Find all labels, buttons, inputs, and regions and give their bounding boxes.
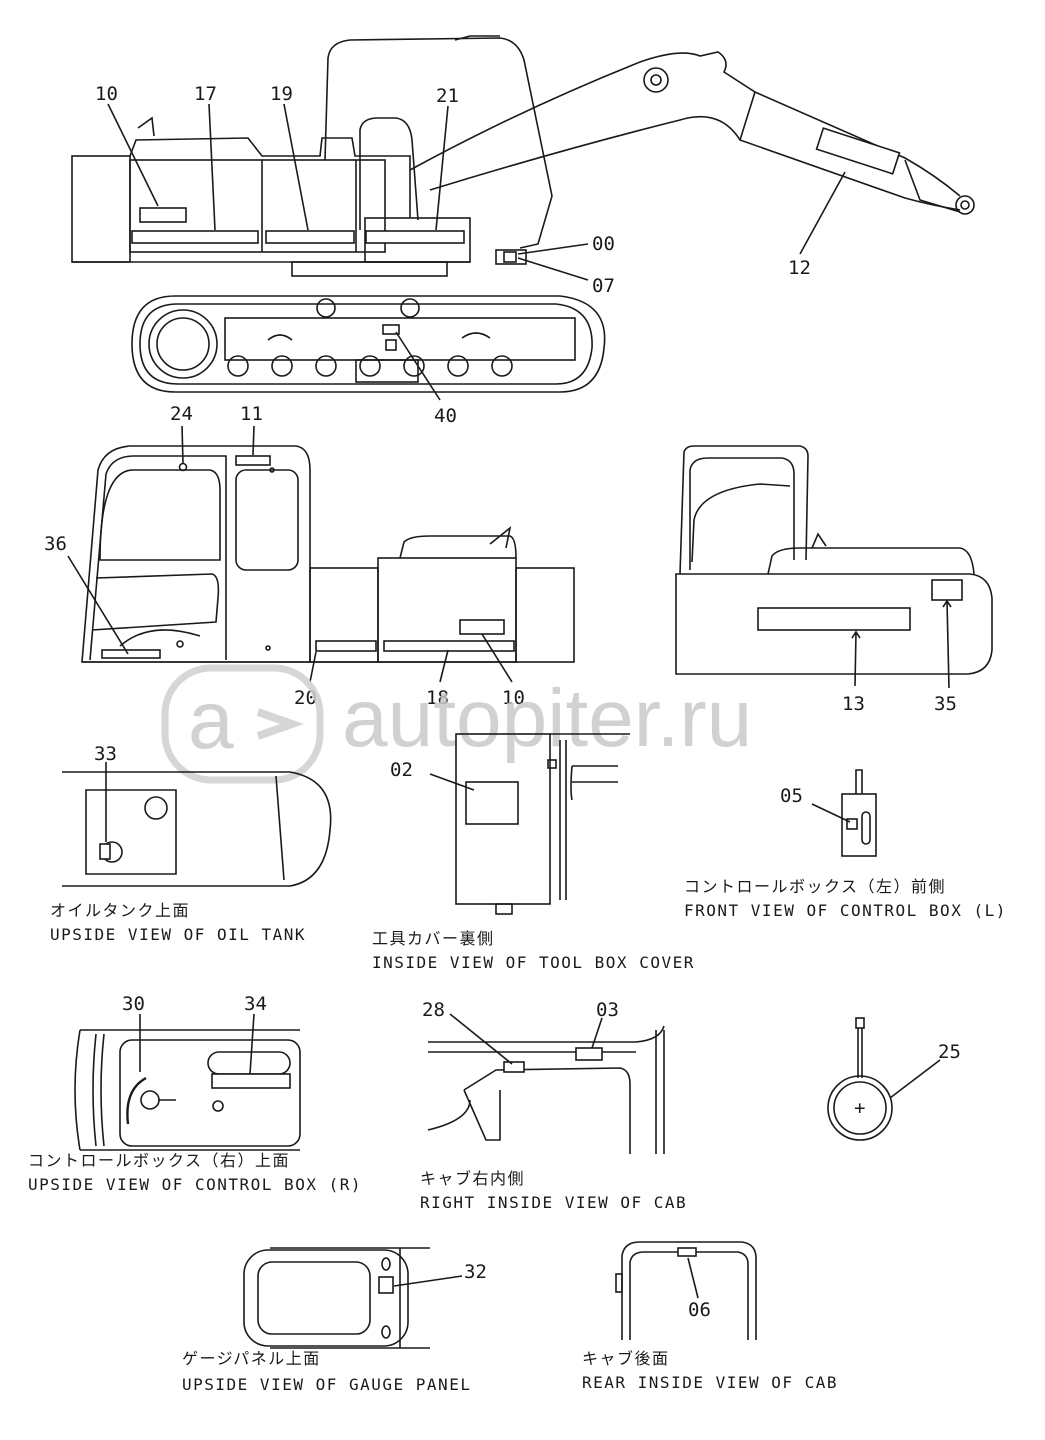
machine-rear-view: [675, 445, 993, 689]
boom-decal-12: [815, 127, 901, 175]
callout-34: 34: [244, 993, 267, 1015]
decal-35: [931, 579, 963, 601]
control-box-left-view: [811, 769, 877, 857]
battery-plus-sign: +: [854, 1097, 865, 1119]
excavator-side-view: [71, 35, 975, 401]
callout-17: 17: [194, 83, 217, 105]
control-box-l-caption-en: FRONT VIEW OF CONTROL BOX (L): [684, 901, 1007, 920]
callout-21: 21: [436, 85, 459, 107]
oil-tank-caption-jp: オイルタンク上面: [50, 901, 190, 920]
control-box-right-view: [74, 1013, 301, 1151]
decal-40: [382, 324, 400, 335]
oil-tank-view: [62, 762, 332, 887]
tool-box-caption-jp: 工具カバー裏側: [372, 929, 495, 948]
cab-rear-inside-view: [615, 1241, 757, 1340]
decal-06: [677, 1247, 697, 1257]
control-box-l-caption-jp: コントロールボックス（左）前側: [684, 877, 946, 896]
callout-36: 36: [44, 533, 67, 555]
decal-21: [365, 230, 465, 244]
oil-tank-caption-en: UPSIDE VIEW OF OIL TANK: [50, 925, 306, 944]
decal-13: [757, 607, 911, 631]
callout-32: 32: [464, 1261, 487, 1283]
callout-10-cab: 10: [502, 687, 525, 709]
callout-00: 00: [592, 233, 615, 255]
decal-11: [235, 455, 271, 466]
cab-rear-caption-en: REAR INSIDE VIEW OF CAB: [582, 1373, 838, 1392]
cab-right-inside-view: [427, 1013, 665, 1154]
callout-03: 03: [596, 999, 619, 1021]
tool-box-cover-view: [429, 733, 630, 915]
decal-32: [378, 1276, 394, 1294]
decal-20: [315, 640, 377, 652]
decal-28: [503, 1061, 525, 1073]
callout-19: 19: [270, 83, 293, 105]
callout-07: 07: [592, 275, 615, 297]
callout-13: 13: [842, 693, 865, 715]
decal-03: [575, 1047, 603, 1061]
tool-box-caption-en: INSIDE VIEW OF TOOL BOX COVER: [372, 953, 695, 972]
svg-text:a: a: [188, 675, 234, 766]
callout-02: 02: [390, 759, 413, 781]
cab-rear-caption-jp: キャブ後面: [582, 1349, 670, 1368]
gauge-panel-view: [243, 1247, 463, 1349]
decal-34: [211, 1073, 291, 1089]
decal-33: [99, 843, 111, 860]
cab-right-caption-en: RIGHT INSIDE VIEW OF CAB: [420, 1193, 687, 1212]
callout-18: 18: [426, 687, 449, 709]
callout-40: 40: [434, 405, 457, 427]
callout-33: 33: [94, 743, 117, 765]
watermark-text: autopiter.ru: [342, 673, 752, 764]
control-box-r-caption-en: UPSIDE VIEW OF CONTROL BOX (R): [28, 1175, 362, 1194]
decal-05: [846, 818, 858, 830]
callout-35: 35: [934, 693, 957, 715]
cab-left-side-view: [67, 425, 575, 683]
callout-30: 30: [122, 993, 145, 1015]
decal-19: [265, 230, 355, 244]
callout-25: 25: [938, 1041, 961, 1063]
decal-17: [131, 230, 259, 244]
battery-decal-view: [827, 1017, 941, 1141]
decal-10-side: [139, 207, 187, 223]
callout-11: 11: [240, 403, 263, 425]
decal-36: [101, 649, 161, 659]
callout-10: 10: [95, 83, 118, 105]
gauge-panel-caption-en: UPSIDE VIEW OF GAUGE PANEL: [182, 1375, 471, 1394]
callout-24: 24: [170, 403, 193, 425]
callout-06: 06: [688, 1299, 711, 1321]
decal-00-07: [503, 251, 517, 263]
callout-28: 28: [422, 999, 445, 1021]
decal-10-cab: [459, 619, 505, 635]
gauge-panel-caption-jp: ゲージパネル上面: [182, 1349, 321, 1368]
watermark: a autopiter.ru: [161, 664, 752, 784]
callout-12: 12: [788, 257, 811, 279]
decal-18: [383, 640, 515, 652]
cab-right-caption-jp: キャブ右内側: [420, 1169, 525, 1188]
control-box-r-caption-jp: コントロールボックス（右）上面: [28, 1151, 290, 1170]
decal-02: [465, 781, 519, 825]
callout-05: 05: [780, 785, 803, 807]
